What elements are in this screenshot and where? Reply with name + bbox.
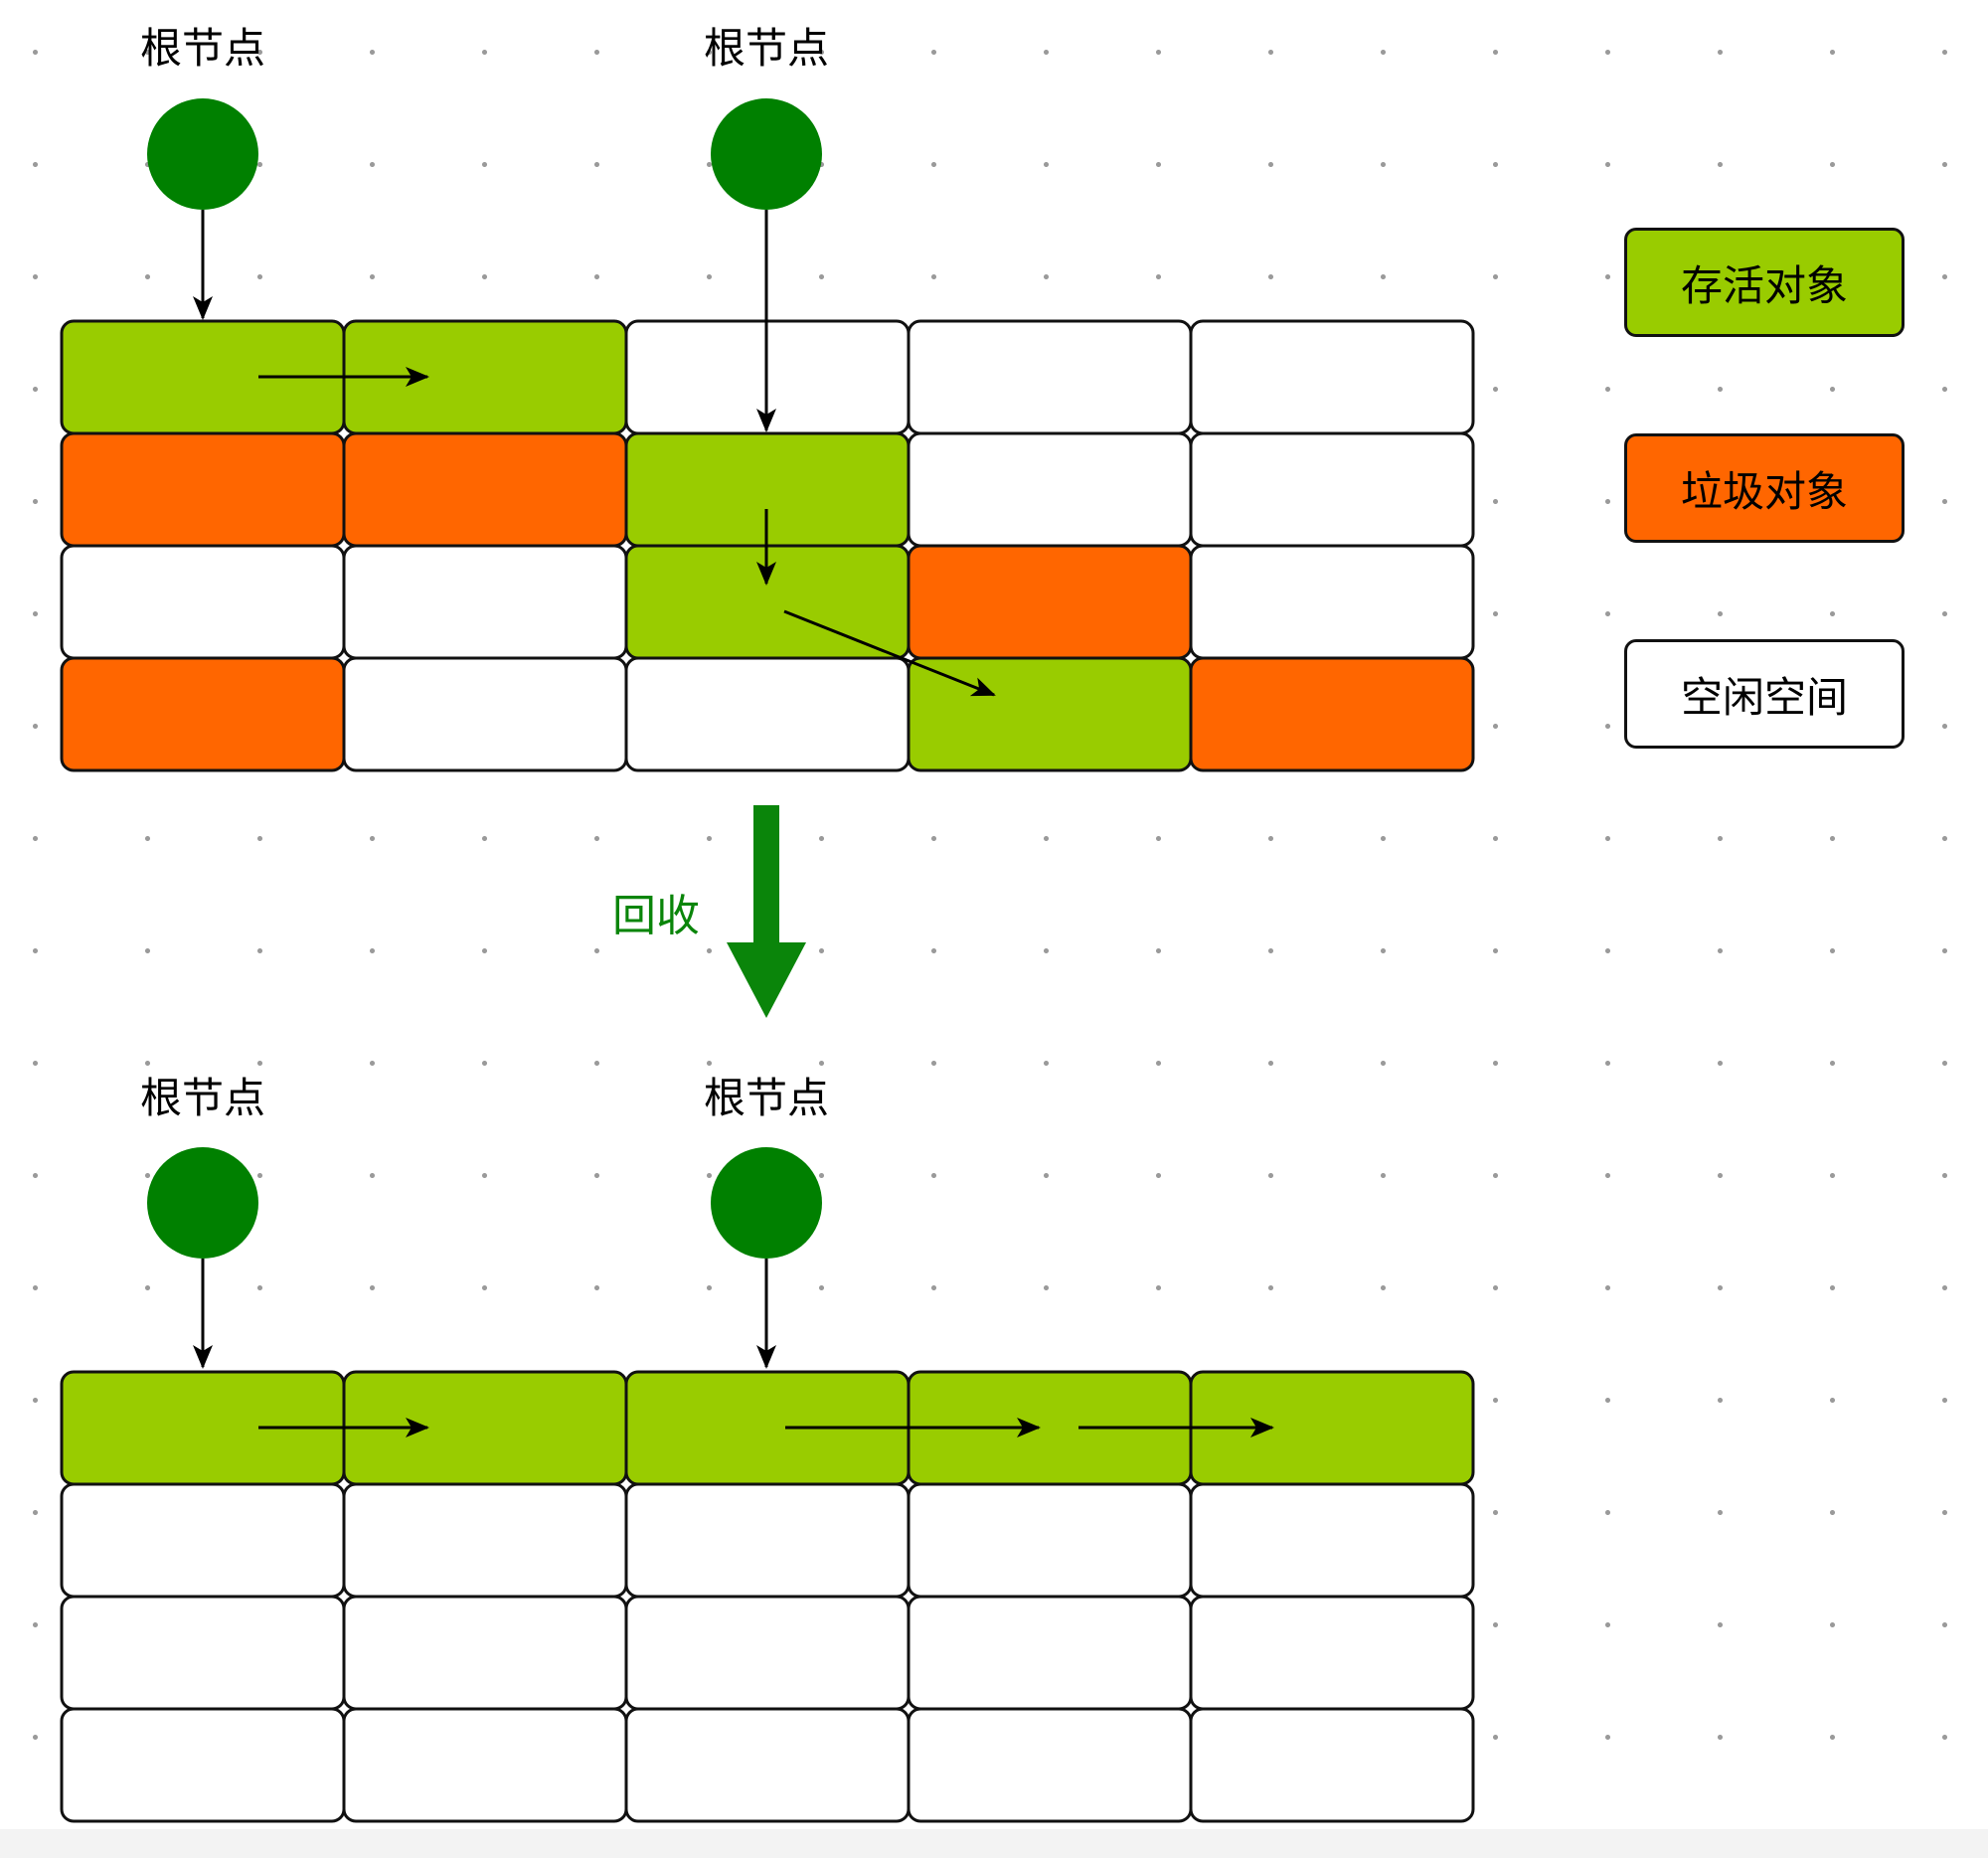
heap-cell-free: [342, 1707, 628, 1823]
heap-cell-free: [342, 1595, 628, 1711]
reference-arrow: [783, 609, 996, 697]
heap-cell-garbage: [60, 656, 346, 772]
legend-free: 空闲空间: [1624, 639, 1905, 749]
root-label: 根节点: [139, 24, 265, 73]
heap-cell-alive: [907, 656, 1193, 772]
legend-garbage: 垃圾对象: [1624, 433, 1905, 543]
heap-cell-free: [907, 1595, 1193, 1711]
heap-grid-after: [60, 1370, 1475, 1823]
heap-cell-free: [60, 544, 346, 660]
heap-cell-free: [60, 1595, 346, 1711]
heap-cell-free: [1189, 1595, 1475, 1711]
heap-cell-free: [624, 1707, 911, 1823]
heap-cell-free: [624, 1595, 911, 1711]
heap-cell-free: [342, 656, 628, 772]
root-node: [147, 1147, 258, 1259]
legend-alive: 存活对象: [1624, 228, 1905, 337]
heap-cell-garbage: [342, 431, 628, 548]
heap-cell-free: [60, 1707, 346, 1823]
heap-cell-free: [1189, 1707, 1475, 1823]
heap-cell-free: [907, 319, 1193, 435]
heap-cell-free: [624, 1482, 911, 1599]
heap-grid-before: [60, 319, 1475, 772]
heap-cell-garbage: [60, 431, 346, 548]
heap-cell-free: [1189, 544, 1475, 660]
heap-cell-free: [907, 431, 1193, 548]
root-node: [711, 1147, 822, 1259]
root-node: [147, 98, 258, 210]
heap-cell-free: [60, 1482, 346, 1599]
root-label: 根节点: [703, 1074, 829, 1122]
collect-arrow: [727, 805, 806, 1018]
heap-cell-garbage: [907, 544, 1193, 660]
root-label: 根节点: [703, 24, 829, 73]
bottom-edge: [0, 1829, 1988, 1858]
heap-cell-garbage: [1189, 656, 1475, 772]
heap-cell-free: [342, 1482, 628, 1599]
heap-cell-free: [624, 656, 911, 772]
heap-cell-free: [907, 1707, 1193, 1823]
root-label: 根节点: [139, 1074, 265, 1122]
heap-cell-free: [1189, 431, 1475, 548]
collect-label: 回收: [612, 891, 700, 941]
heap-cell-free: [1189, 319, 1475, 435]
heap-cell-free: [907, 1482, 1193, 1599]
heap-cell-free: [1189, 1482, 1475, 1599]
root-node: [711, 98, 822, 210]
heap-cell-free: [342, 544, 628, 660]
